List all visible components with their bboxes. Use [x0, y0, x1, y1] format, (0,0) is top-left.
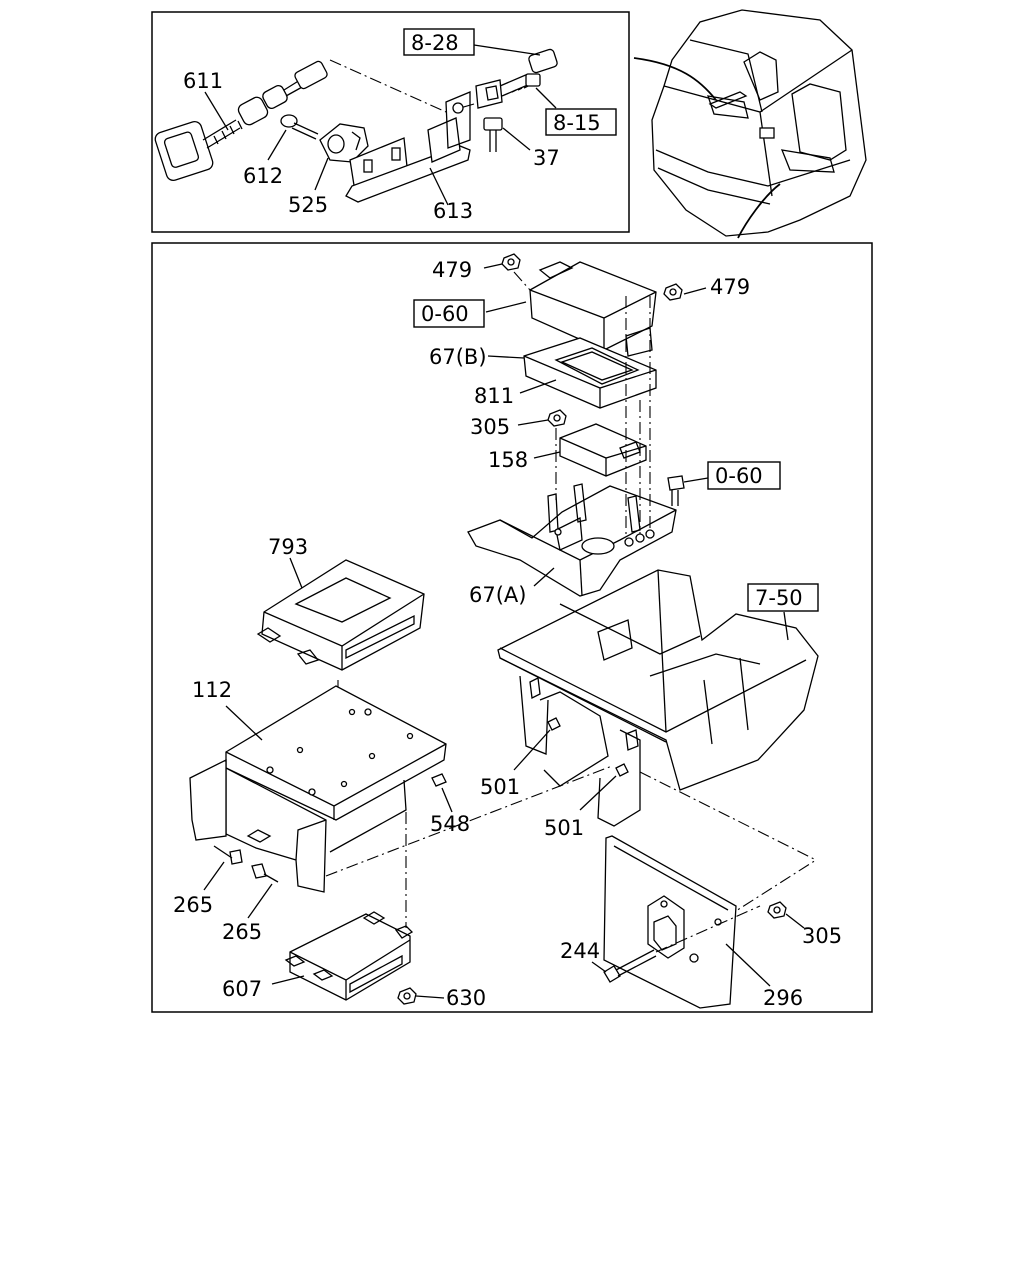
nut-479-left — [501, 253, 521, 271]
label-265-b: 265 — [222, 920, 262, 944]
bolt-244 — [603, 949, 657, 983]
clamp-525 — [319, 123, 369, 163]
switch-611 — [154, 60, 328, 182]
ref-0-60-upper[interactable]: 0-60 — [413, 299, 485, 328]
label-611: 611 — [183, 69, 223, 93]
ref-0-60-lower[interactable]: 0-60 — [707, 461, 781, 490]
label-613: 613 — [433, 199, 473, 223]
nut-630 — [397, 987, 417, 1005]
bolt-37 — [483, 117, 503, 152]
label-525: 525 — [288, 193, 328, 217]
ref-8-28[interactable]: 8-28 — [403, 28, 475, 56]
label-37: 37 — [533, 146, 560, 170]
label-501-a: 501 — [480, 775, 520, 799]
bolt-265-b — [251, 863, 279, 883]
label-630: 630 — [446, 986, 486, 1010]
label-67b: 67(B) — [429, 345, 487, 369]
label-607: 607 — [222, 977, 262, 1001]
ref-0-60-lower-text: 0-60 — [715, 464, 763, 488]
bolt-060 — [667, 475, 685, 506]
label-305-lower: 305 — [802, 924, 842, 948]
nut-305-lower — [767, 901, 787, 919]
label-548: 548 — [430, 812, 470, 836]
main-detail-frame — [151, 242, 873, 1013]
module-607 — [284, 911, 414, 1001]
panel-296 — [603, 835, 737, 1009]
nut-479-right — [663, 283, 683, 301]
label-305-upper: 305 — [470, 415, 510, 439]
label-793: 793 — [268, 535, 308, 559]
label-244: 244 — [560, 939, 600, 963]
label-479-left: 479 — [432, 258, 472, 282]
ref-0-60-upper-text: 0-60 — [421, 302, 469, 326]
top-detail-frame — [151, 11, 630, 233]
bolt-612 — [280, 114, 319, 140]
label-265-a: 265 — [173, 893, 213, 917]
label-811: 811 — [474, 384, 514, 408]
ref-8-15-text: 8-15 — [553, 111, 601, 135]
label-112: 112 — [192, 678, 232, 702]
cover-box-upper — [529, 261, 657, 351]
connector-assembly — [475, 48, 558, 109]
label-612: 612 — [243, 164, 283, 188]
label-479-right: 479 — [710, 275, 750, 299]
label-158: 158 — [488, 448, 528, 472]
nut-305-upper — [547, 409, 567, 427]
ref-8-28-text: 8-28 — [411, 31, 459, 55]
bolt-265-a — [213, 845, 243, 865]
module-158 — [559, 423, 647, 477]
label-296: 296 — [763, 986, 803, 1010]
controller-793 — [256, 559, 425, 671]
cab-location-view — [651, 9, 867, 237]
bracket-67a — [467, 483, 677, 597]
console-frame — [497, 569, 819, 827]
ref-7-50-text: 7-50 — [755, 586, 803, 610]
bracket-112 — [189, 685, 447, 893]
ref-8-15[interactable]: 8-15 — [545, 108, 617, 136]
label-67a: 67(A) — [469, 583, 526, 607]
label-501-b: 501 — [544, 816, 584, 840]
bracket-67b — [523, 327, 657, 409]
bracket-613 — [345, 91, 471, 203]
ref-7-50[interactable]: 7-50 — [747, 583, 819, 612]
